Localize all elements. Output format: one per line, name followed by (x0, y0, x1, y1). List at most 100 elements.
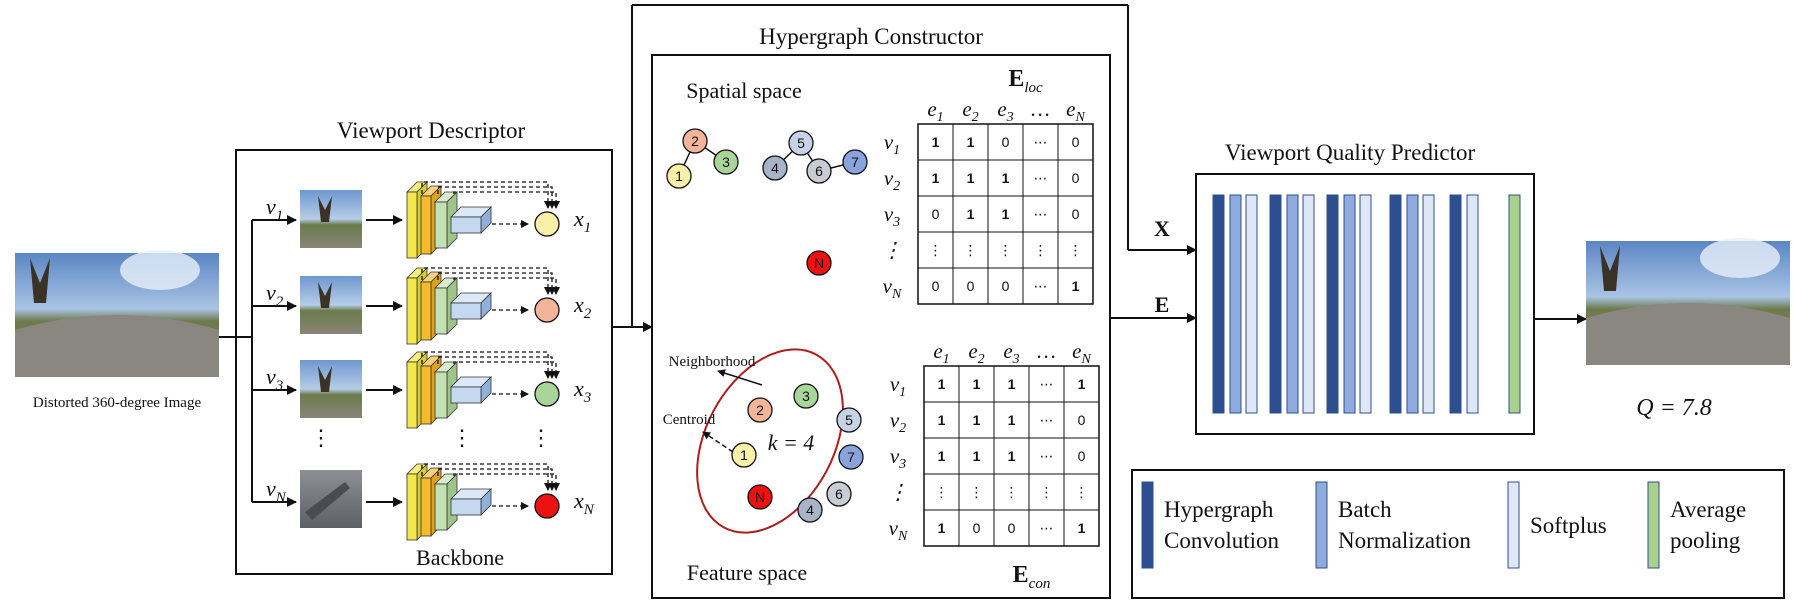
viewport-thumbnail (300, 470, 362, 528)
matrix-title: Econ (1013, 562, 1051, 592)
svg-text:7: 7 (851, 154, 859, 170)
legend-swatch (1315, 481, 1328, 569)
svg-text:2: 2 (756, 402, 764, 418)
svg-text:1: 1 (740, 447, 748, 463)
predictor-layer-bn (1286, 194, 1299, 414)
feature-label: x3 (573, 376, 591, 406)
vd-ellipsis-1: ⋮ (310, 425, 332, 450)
matrix-row-header: v2 (884, 166, 900, 194)
viewport-thumbnail (300, 276, 362, 334)
matrix-cell: 0 (1002, 134, 1010, 150)
matrix-cell: ⋯ (1034, 170, 1048, 186)
spatial-node-7: 7 (842, 149, 868, 175)
matrix-row-header: v3 (890, 444, 906, 472)
svg-text:5: 5 (797, 135, 805, 151)
centroid-label: Centroid (663, 412, 716, 428)
vd-ellipsis-3: ⋮ (530, 425, 552, 450)
legend-label-line1: Hypergraph (1164, 497, 1274, 522)
matrix-cell: ⋮ (1069, 242, 1083, 258)
predictor-layer-ap (1508, 194, 1521, 414)
matrix-cell: ⋯ (1034, 278, 1048, 294)
neighborhood-ellipse (696, 348, 844, 534)
predictor-layer-hc (1449, 194, 1462, 414)
matrix-cell: 0 (1078, 412, 1086, 428)
predictor-layer-bn (1343, 194, 1356, 414)
input-connectors (219, 215, 297, 507)
centroid-arrow (702, 431, 734, 453)
matrix-row-header: v3 (884, 202, 900, 230)
legend-label-line2: Convolution (1164, 528, 1280, 553)
matrix-cell: ⋮ (1075, 484, 1089, 500)
legend-swatch (1507, 481, 1520, 569)
hypergraph-box (651, 54, 1111, 599)
spatial-node-4: 4 (762, 155, 788, 181)
feature-node-5: 5 (836, 407, 862, 433)
feature-node (534, 211, 560, 237)
backbone-block (406, 181, 492, 259)
predictor-layer-sp (1302, 194, 1315, 414)
k-label: k = 4 (768, 430, 815, 455)
predictor-layer-hc (1389, 194, 1402, 414)
matrix-row-header: v2 (890, 408, 906, 436)
predictor-layer-bn (1406, 194, 1419, 414)
feature-node-6: 6 (826, 481, 852, 507)
input-image (15, 250, 219, 377)
matrix-cell: ⋯ (1040, 520, 1054, 536)
predictor-layer-hc (1269, 194, 1282, 414)
feature-label: xN (573, 488, 595, 518)
matrix-cell: ⋮ (999, 242, 1013, 258)
svg-text:5: 5 (845, 412, 853, 428)
matrix-cell: 0 (1078, 448, 1086, 464)
svg-text:3: 3 (802, 388, 810, 404)
input-x-label: X (1154, 216, 1170, 241)
spatial-space-label: Spatial space (686, 78, 801, 103)
legend-label-line2: pooling (1670, 528, 1741, 553)
matrix-cell: 1 (932, 134, 940, 150)
matrix-cell: 1 (938, 376, 946, 392)
svg-text:4: 4 (771, 160, 779, 176)
spatial-node-2: 2 (682, 128, 708, 154)
backbone-block (406, 267, 492, 345)
svg-text:N: N (755, 489, 765, 505)
matrix-cell: 1 (1008, 448, 1016, 464)
matrix-cell: ⋮ (964, 242, 978, 258)
vd-ellipsis-2: ⋮ (451, 425, 473, 450)
matrix-cell: 1 (1002, 170, 1010, 186)
matrix-cell: ⋯ (1040, 448, 1054, 464)
matrix-cell: ⋮ (929, 242, 943, 258)
matrix-cell: ⋮ (1034, 242, 1048, 258)
matrix-col-header: e3 (997, 97, 1013, 125)
backbone-block (406, 463, 492, 541)
svg-text:N: N (814, 255, 824, 271)
predictor-box (1195, 173, 1535, 435)
matrix-cell: 1 (967, 206, 975, 222)
matrix-col-header: … (1037, 339, 1056, 363)
matrix-cell: ⋯ (1040, 376, 1054, 392)
skip-connections (421, 351, 560, 398)
matrix-col-header: eN (1072, 339, 1091, 367)
hypergraph-title: Hypergraph Constructor (759, 24, 983, 49)
legend-label-line1: Average (1670, 497, 1746, 522)
quality-score: Q = 7.8 (1636, 395, 1712, 421)
matrix-cell: 1 (1008, 376, 1016, 392)
skip-connections (421, 267, 560, 314)
matrix-cell: ⋯ (1034, 206, 1048, 222)
matrix-cell: 0 (1072, 170, 1080, 186)
matrix-cell: 0 (1072, 206, 1080, 222)
viewport-thumbnail (300, 360, 362, 418)
legend-label-line2: Normalization (1338, 528, 1471, 553)
matrix-col-header: e2 (962, 97, 978, 125)
predictor-layer-sp (1422, 194, 1435, 414)
viewport-label: v1 (266, 194, 283, 224)
matrix-cell: ⋮ (1040, 484, 1054, 500)
skip-connections (421, 463, 560, 510)
viewport-descriptor-box (235, 149, 613, 575)
matrix-row-header: ⋮ (882, 238, 903, 262)
matrix-cell: 0 (967, 278, 975, 294)
neighborhood-label: Neighborhood (669, 354, 756, 370)
